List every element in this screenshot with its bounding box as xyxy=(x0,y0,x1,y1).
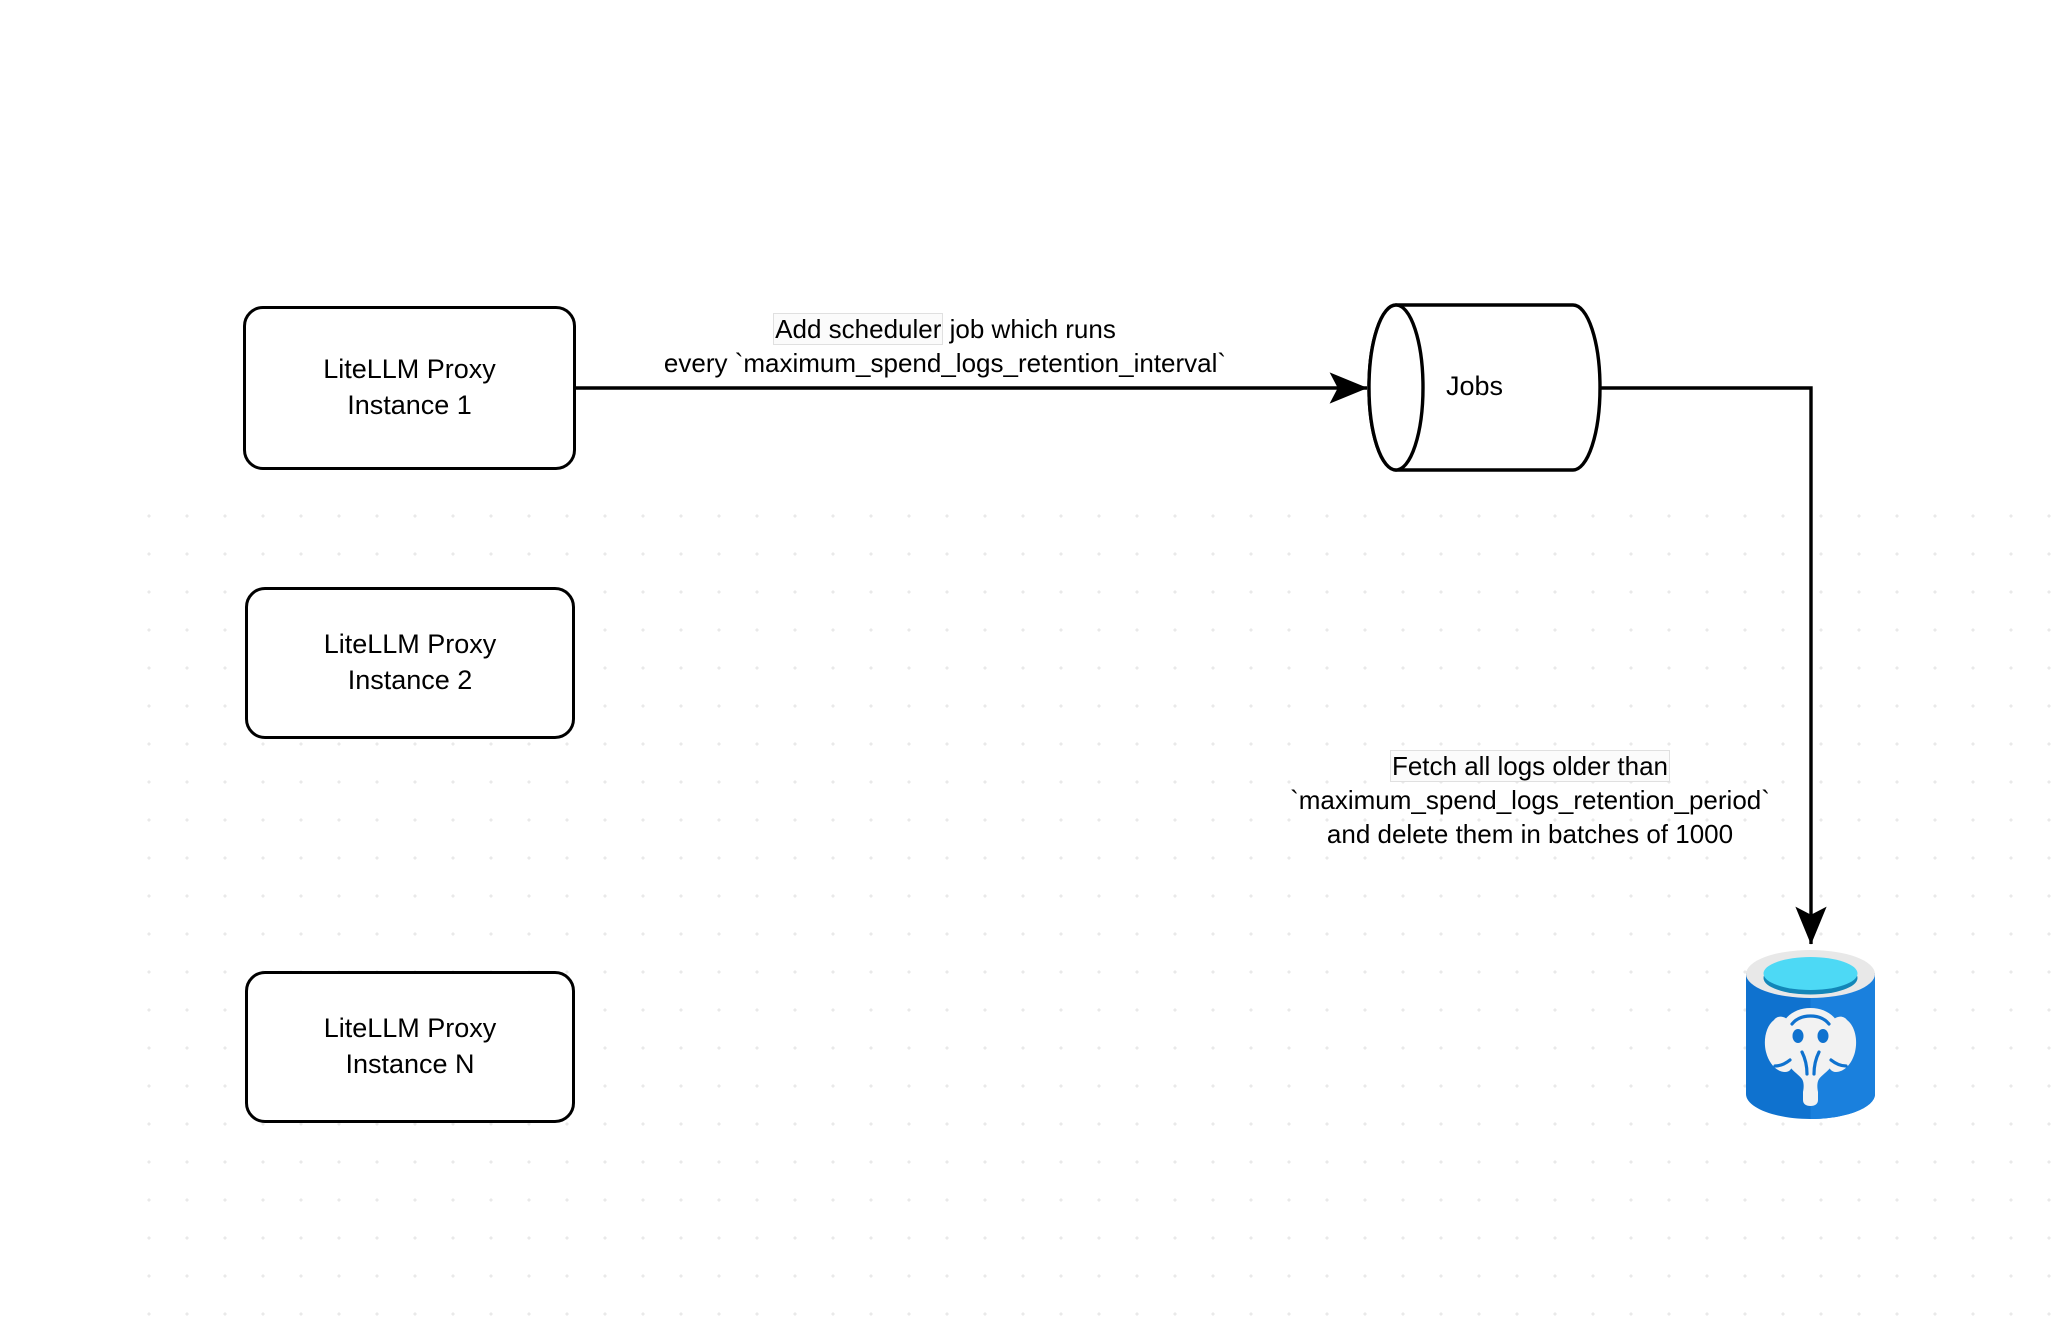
proxy-2-line1: LiteLLM Proxy xyxy=(323,629,497,660)
node-litellm-proxy-instance-n[interactable]: LiteLLM Proxy Instance N xyxy=(245,971,575,1123)
proxy-1-line2: Instance 1 xyxy=(347,390,472,420)
edge-label-fetch-highlight: Fetch all logs older than xyxy=(1389,750,1671,782)
edge-label-fetch-line1: Fetch all logs older than xyxy=(1240,750,1820,784)
edge-jobs-to-postgres xyxy=(1600,386,1827,945)
edge-label-scheduler-rest: job which runs xyxy=(942,314,1116,344)
edge-label-fetch: Fetch all logs older than `maximum_spend… xyxy=(1240,750,1820,851)
node-litellm-proxy-instance-2[interactable]: LiteLLM Proxy Instance 2 xyxy=(245,587,575,739)
edge-label-scheduler-line1: Add scheduler job which runs xyxy=(600,313,1290,347)
edge-label-scheduler-highlight: Add scheduler xyxy=(773,313,944,345)
node-jobs-label: Jobs xyxy=(1446,371,1504,401)
proxy-n-line2: Instance N xyxy=(345,1049,475,1079)
edge-label-scheduler: Add scheduler job which runs every `maxi… xyxy=(600,313,1290,381)
edge-label-fetch-line3: and delete them in batches of 1000 xyxy=(1326,818,1734,849)
edge-label-scheduler-line2: every `maximum_spend_logs_retention_inte… xyxy=(663,347,1227,378)
edge-label-fetch-line2: `maximum_spend_logs_retention_period` xyxy=(1290,784,1770,815)
proxy-n-line1: LiteLLM Proxy xyxy=(323,1013,497,1044)
proxy-2-line2: Instance 2 xyxy=(347,665,473,695)
postgresql-icon[interactable] xyxy=(1744,948,1877,1120)
node-litellm-proxy-instance-1[interactable]: LiteLLM Proxy Instance 1 xyxy=(243,306,576,470)
proxy-1-line1: LiteLLM Proxy xyxy=(323,354,496,385)
jobs-cylinder xyxy=(1367,303,1602,472)
